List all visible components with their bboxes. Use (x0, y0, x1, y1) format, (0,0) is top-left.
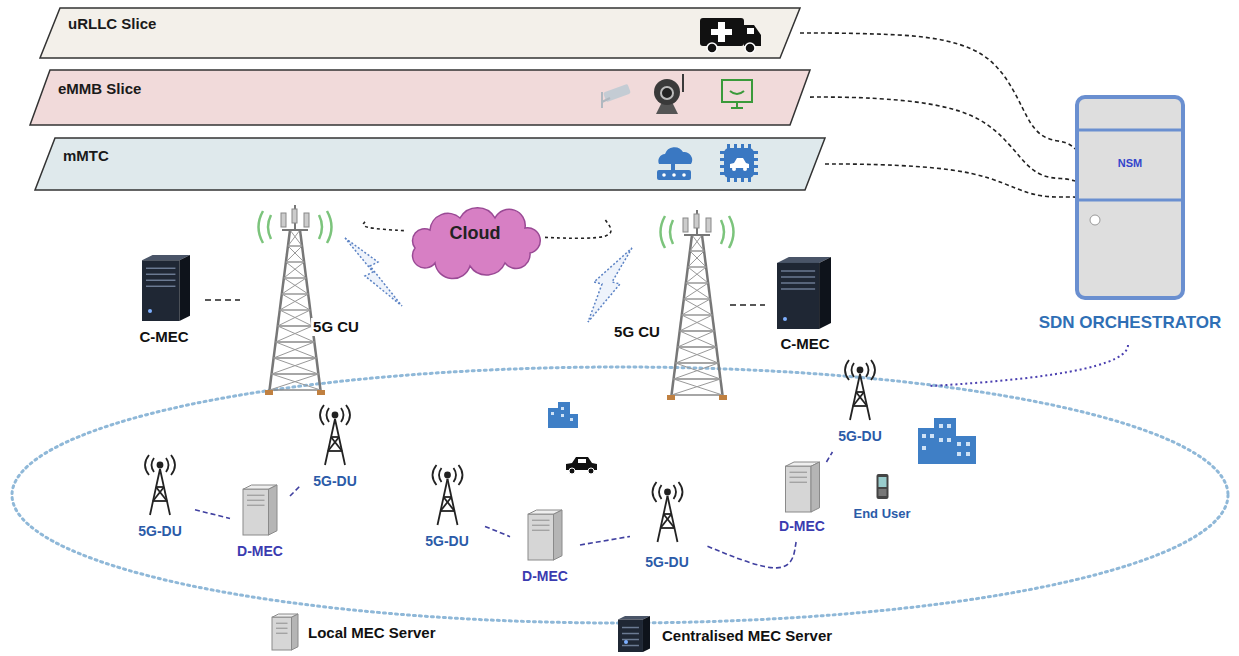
building-icon (548, 402, 976, 464)
dashed-connector (705, 542, 796, 568)
user-label: End User (853, 506, 910, 522)
node-shape (605, 205, 730, 405)
mec-label: D-MEC (778, 518, 826, 535)
du-label: 5G-DU (644, 554, 690, 571)
tower-icon (661, 210, 734, 400)
du-antenna: 5G-DU (825, 360, 895, 452)
orchestrator-link (930, 345, 1128, 386)
du-antenna: 5G-DU (125, 455, 195, 547)
dashed-connector (730, 304, 765, 306)
du-label: 5G-DU (312, 473, 358, 490)
du-label: 5G-DU (137, 523, 183, 540)
du-antenna: 5G-DU (410, 465, 485, 557)
orchestrator-server: NSMSDN ORCHESTRATOR (1075, 95, 1185, 300)
building-windows (551, 407, 970, 456)
dashed-connector (580, 536, 630, 545)
orchestrator-title: SDN ORCHESTRATOR (1039, 313, 1222, 333)
node-shape (30, 70, 810, 125)
antenna-icon (653, 482, 683, 542)
du-label: 5G-DU (837, 428, 883, 445)
mec-label: D-MEC (521, 568, 569, 585)
server-icon (777, 257, 831, 329)
slice-outline (30, 70, 810, 125)
slice-title: eMMB Slice (58, 80, 141, 98)
legend-sample (618, 616, 650, 652)
server-label: C-MEC (780, 335, 829, 353)
end-user-phone: End User (840, 474, 925, 530)
antenna-icon (433, 465, 463, 525)
dashed-connector (826, 452, 832, 462)
slice-title: mMTC (63, 147, 109, 165)
server-icon (142, 255, 190, 321)
server-icon (272, 614, 298, 650)
local-mec-server: D-MEC (770, 462, 835, 542)
legend-text: Centralised MEC Server (662, 627, 832, 645)
du-label: 5G-DU (424, 533, 470, 550)
car-icon (566, 457, 597, 474)
central-mec-server: C-MEC (130, 250, 205, 350)
dashed-connector (205, 299, 240, 301)
coverage-area (12, 367, 1228, 623)
server-icon (243, 485, 277, 535)
slice-band: eMMB Slice (30, 70, 810, 125)
node-shape (840, 474, 925, 530)
cloud-shape: Cloud (405, 206, 545, 264)
dashed-connector (195, 510, 230, 519)
server-label: C-MEC (139, 328, 188, 346)
server-outline (1077, 97, 1183, 298)
cloud-label: Cloud (450, 223, 501, 245)
nsm-label: NSM (1118, 157, 1142, 170)
node-shape (240, 200, 365, 400)
server-icon (528, 510, 562, 560)
tower-label: 5G CU (311, 318, 361, 336)
local-mec-server: D-MEC (510, 510, 580, 592)
du-antenna: 5G-DU (630, 482, 705, 578)
dashed-connector (485, 526, 510, 536)
antenna-icon (320, 405, 350, 465)
dashed-connector (545, 219, 611, 238)
slice-band: uRLLC Slice (40, 8, 800, 58)
slice-outline (35, 138, 825, 190)
cu-tower: 5G CU (240, 200, 365, 400)
local-mec-server: D-MEC (230, 485, 290, 567)
slice-icons (700, 18, 761, 53)
node-shape (1075, 95, 1185, 300)
dashed-connector (825, 164, 1075, 197)
central-mec-server: C-MEC (765, 255, 845, 355)
dashed-connector (290, 486, 300, 496)
slice-outline (40, 8, 800, 58)
antenna-icon (145, 455, 175, 515)
wireless-link (345, 238, 402, 306)
dashed-connector (800, 33, 1075, 149)
tower-label: 5G CU (612, 323, 662, 341)
du-antenna: 5G-DU (300, 405, 370, 497)
cu-tower: 5G CU (605, 205, 730, 405)
wireless-link (588, 248, 632, 322)
node-shape (35, 138, 825, 190)
slice-title: uRLLC Slice (68, 15, 156, 33)
cloud-outline (412, 208, 540, 279)
server-icon (618, 616, 650, 652)
legend-sample (272, 614, 298, 650)
server-icon (786, 462, 820, 512)
slice-band: mMTC (35, 138, 825, 190)
antenna-icon (845, 360, 875, 420)
legend-text: Local MEC Server (308, 624, 436, 642)
phone-icon (877, 474, 889, 499)
mec-label: D-MEC (236, 543, 284, 560)
slice-icons (602, 74, 752, 114)
slice-icons (657, 144, 758, 182)
dashed-connector (810, 97, 1075, 181)
tower-icon (259, 205, 332, 395)
dashed-connector (363, 222, 405, 231)
